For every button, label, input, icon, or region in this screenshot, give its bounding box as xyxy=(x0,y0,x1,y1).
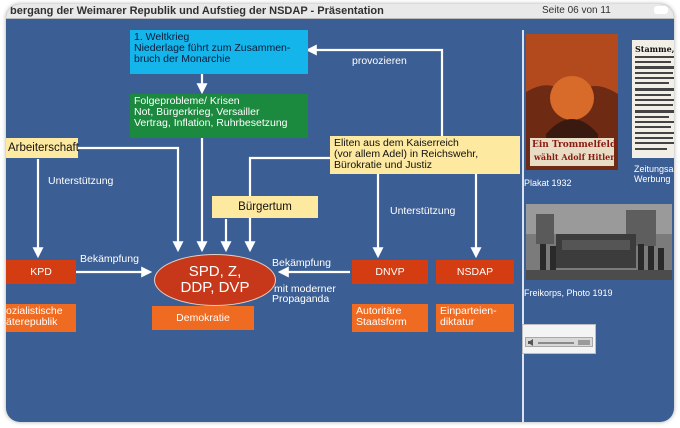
arrow-eliten-parties xyxy=(244,156,330,253)
demokratie-label: Demokratie xyxy=(176,312,230,324)
window-corner xyxy=(654,6,668,14)
title-bar: bergang der Weimarer Republik und Aufsti… xyxy=(6,4,674,19)
parties-line-1: SPD, Z, xyxy=(188,263,242,280)
kpd-box: KPD xyxy=(6,260,76,284)
unterstuetzung-right-label: Unterstützung xyxy=(390,205,456,217)
dnvp-label: DNVP xyxy=(375,266,405,278)
weltkrieg-line-1: 1. Weltkrieg xyxy=(134,31,190,43)
diagram-arrows xyxy=(32,44,482,278)
kpd-label: KPD xyxy=(30,266,52,278)
page-indicator: Seite 06 von 11 xyxy=(542,5,611,16)
raeterepublik-box: ozialistische äterepublik xyxy=(6,304,76,332)
buergertum-box: Bürgertum xyxy=(212,196,318,218)
poster-image xyxy=(526,34,618,170)
presentation-slide: bergang der Weimarer Republik und Aufsti… xyxy=(6,4,674,422)
folgeprobleme-box: Folgeprobleme/ Krisen Not, Bürgerkrieg, … xyxy=(130,94,308,138)
propaganda-line-2: Propaganda xyxy=(272,293,330,305)
freikorps-photo xyxy=(526,204,672,280)
bekaempfung-left-label: Bekämpfung xyxy=(80,253,139,265)
einpartei-line-1: Einparteien- xyxy=(440,305,497,317)
plakat-caption: Plakat 1932 xyxy=(524,178,572,188)
arrow-arbeiterschaft-parties xyxy=(78,146,184,253)
eliten-line-1: Eliten aus dem Kaiserreich xyxy=(334,137,459,149)
einpartei-line-2: diktatur xyxy=(440,316,475,328)
folge-line-3: Vertrag, Inflation, Ruhrbesetzung xyxy=(134,117,288,129)
folge-line-2: Not, Bürgerkrieg, Versailler xyxy=(134,106,260,118)
zeitung-caption-2: Werbung xyxy=(634,174,671,184)
weltkrieg-line-3: bruch der Monarchie xyxy=(134,53,231,65)
freikorps-thumbnail[interactable] xyxy=(526,204,672,280)
newspaper-lines xyxy=(635,56,674,150)
bekaempfung-right-label: Bekämpfung xyxy=(272,257,331,269)
poster-text-2: wählt Adolf Hitler xyxy=(534,152,615,162)
audio-control-bar[interactable] xyxy=(525,337,593,347)
demokratie-box: Demokratie xyxy=(152,306,254,330)
arbeiterschaft-box: Arbeiterschaft xyxy=(6,138,79,158)
speaker-icon[interactable] xyxy=(526,338,594,348)
buergertum-label: Bürgertum xyxy=(238,201,292,213)
sidebar-divider xyxy=(522,30,524,422)
eliten-line-2: (vor allem Adel) in Reichswehr, xyxy=(334,148,479,160)
propaganda-line-1: mit moderner xyxy=(274,283,336,295)
weltkrieg-line-2: Niederlage führt zum Zusammen- xyxy=(134,42,291,54)
raete-line-2: äterepublik xyxy=(6,316,58,328)
eliten-line-3: Bürokratie und Justiz xyxy=(334,159,433,171)
unterstuetzung-left-label: Unterstützung xyxy=(48,175,114,187)
eliten-box: Eliten aus dem Kaiserreich (vor allem Ad… xyxy=(330,136,520,174)
freikorps-caption: Freikorps, Photo 1919 xyxy=(524,288,613,298)
autoritaer-line-2: Staatsform xyxy=(356,316,407,328)
autoritaere-staatsform-box: Autoritäre Staatsform xyxy=(352,304,428,332)
arbeiterschaft-label: Arbeiterschaft xyxy=(8,142,79,154)
nsdap-box: NSDAP xyxy=(436,260,514,284)
nsdap-label: NSDAP xyxy=(456,266,494,278)
arrow-provozieren xyxy=(305,44,444,136)
parties-line-2: DDP, DVP xyxy=(180,279,250,296)
zeitung-thumbnail[interactable]: Stamme, xyxy=(632,40,674,158)
plakat-thumbnail[interactable]: Ein Trommelfeld wählt Adolf Hitler xyxy=(526,34,618,170)
weltkrieg-box: 1. Weltkrieg Niederlage führt zum Zusamm… xyxy=(130,30,308,74)
poster-text-1: Ein Trommelfeld xyxy=(532,140,617,150)
presentation-title: bergang der Weimarer Republik und Aufsti… xyxy=(10,5,384,17)
einparteiendiktatur-box: Einparteien- diktatur xyxy=(436,304,514,332)
dnvp-box: DNVP xyxy=(352,260,428,284)
autoritaer-line-1: Autoritäre xyxy=(356,305,402,317)
audio-player[interactable] xyxy=(522,324,596,354)
raete-line-1: ozialistische xyxy=(6,305,63,317)
zeitung-header: Stamme, xyxy=(635,44,674,54)
weimar-parties-oval: SPD, Z, DDP, DVP xyxy=(154,254,276,306)
zeitung-caption-1: Zeitungsa xyxy=(634,164,674,174)
folge-line-1: Folgeprobleme/ Krisen xyxy=(134,95,240,107)
provozieren-label: provozieren xyxy=(352,55,407,67)
